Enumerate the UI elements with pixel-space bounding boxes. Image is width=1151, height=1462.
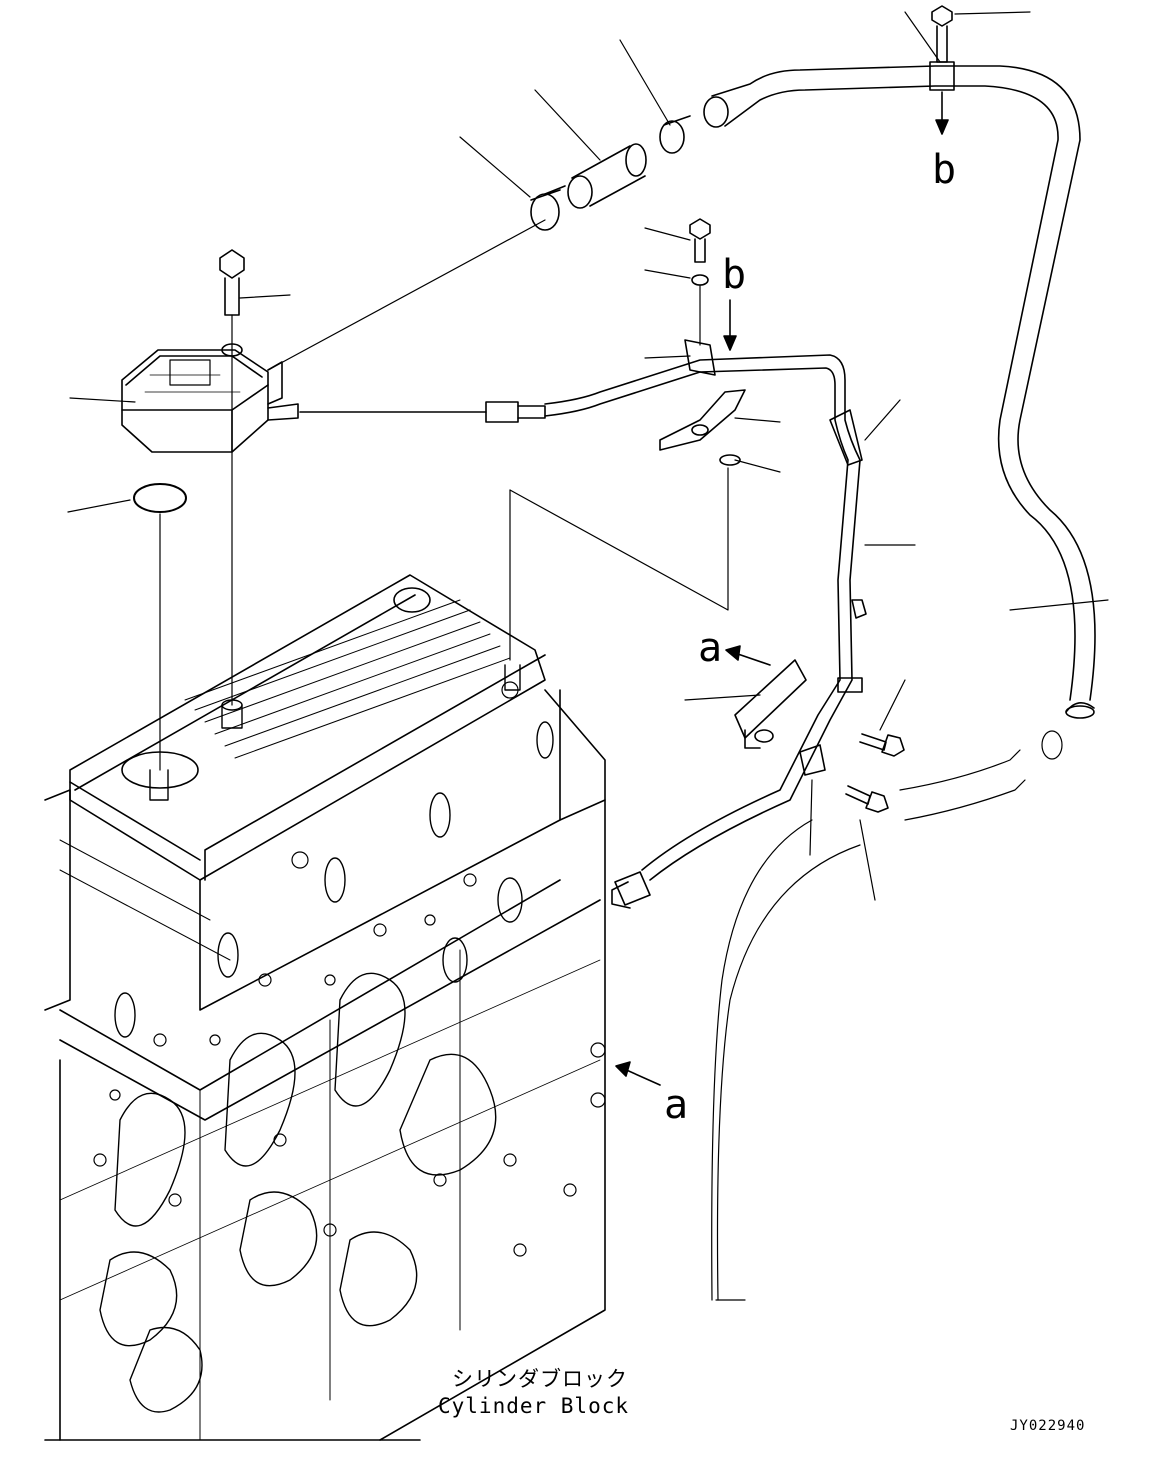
view-b-arrow-mid [723, 299, 737, 351]
breather-assembly [121, 343, 299, 453]
leader-lines [67, 11, 1109, 901]
phantom-lower-tube [711, 730, 1063, 1301]
view-a-arrow-top [725, 645, 771, 666]
drain-line-clip-lower [799, 599, 867, 776]
view-a-label-top: a [698, 625, 723, 671]
hose-clamp-upper [659, 115, 691, 154]
cylinder-block [44, 574, 606, 1441]
bracket [659, 389, 746, 466]
hose-clamp-lower [530, 185, 566, 231]
tube-clip-bolt [931, 5, 953, 63]
plate-bolt-2 [845, 785, 889, 813]
mounting-plate [734, 659, 807, 749]
view-a-arrow-bottom [615, 1061, 661, 1086]
drain-line [299, 354, 863, 909]
breather-tube [703, 61, 1096, 719]
breather-bolt [219, 249, 245, 316]
plate-bolt-1 [859, 733, 905, 757]
o-ring [133, 483, 187, 513]
drain-line-clip [829, 409, 863, 466]
rubber-hose [567, 143, 647, 209]
view-a-label-bottom: a [664, 1082, 689, 1128]
upper-clamp [684, 218, 716, 376]
caption-english: Cylinder Block [438, 1394, 630, 1418]
caption-japanese: シリンダブロック [452, 1367, 628, 1391]
view-b-label-mid: b [722, 252, 747, 298]
drawing-code: JY022940 [1010, 1418, 1086, 1434]
view-b-label-top: b [932, 147, 957, 193]
view-b-arrow-top [935, 91, 949, 135]
